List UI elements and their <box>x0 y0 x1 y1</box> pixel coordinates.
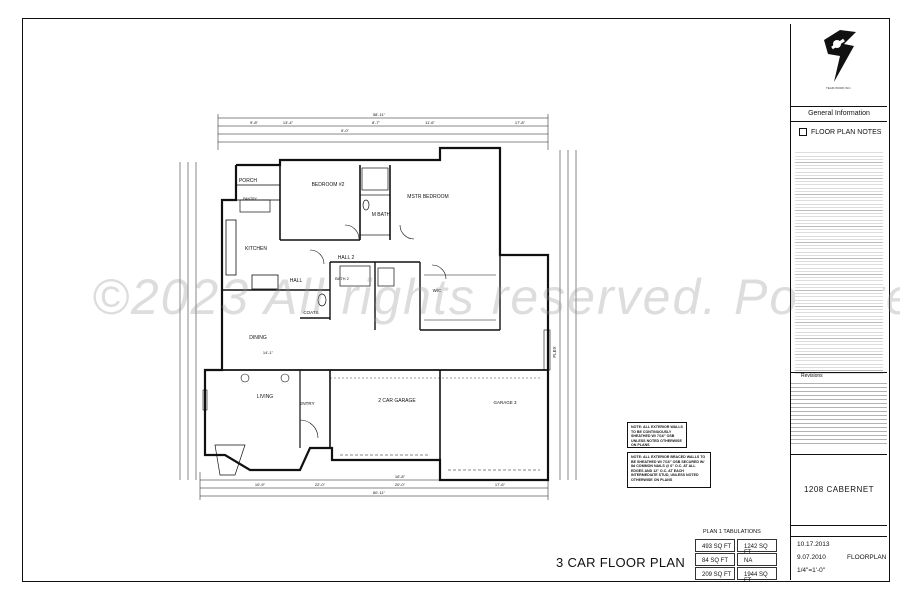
tabulation-cell: 84 SQ FT <box>695 553 735 566</box>
general-information-header: General Information <box>791 106 887 122</box>
room-label-coats: COATS <box>303 310 318 315</box>
tabulation-cell: 1242 SQ FT <box>737 539 777 556</box>
title-block: General Information FLOOR PLAN NOTES Rev… <box>790 24 887 581</box>
logo-caption: TEAM WORK INC. <box>826 86 852 90</box>
room-label-kitchen: KITCHEN <box>245 246 267 252</box>
room-label-mstr-bedroom: MSTR BEDROOM <box>407 194 448 200</box>
room-label-bath2: BATH 2 <box>335 276 349 281</box>
room-label-living: LIVING <box>257 394 274 400</box>
dim-label: 9'-8" <box>250 120 259 125</box>
wall-sheathing-note: NOTE: ALL EXTERIOR WALLS TO BE CONTINUOU… <box>627 422 687 448</box>
tabulation-cell: 209 SQ FT <box>695 567 735 580</box>
revisions-label: Revisions <box>791 372 887 379</box>
date-field: 10.17.2013 <box>797 541 830 548</box>
room-label-hall2: HALL 2 <box>338 255 355 261</box>
job-name: 1208 CABERNET <box>791 454 887 526</box>
room-label-garage: 2 CAR GARAGE <box>378 398 416 404</box>
floor-plan-notes-title: FLOOR PLAN NOTES <box>799 128 881 137</box>
dim-label: 5'-0" <box>341 128 350 133</box>
dim-label: 17'-6" <box>495 482 506 487</box>
dim-label: 22'-0" <box>315 482 326 487</box>
room-label-pantry: PANTRY <box>243 197 258 201</box>
dim-label: 11'-6" <box>425 120 435 125</box>
date-field: 9.07.2010 <box>797 554 826 561</box>
plan-tabulations: PLAN 1 TABULATIONS 493 SQ FT 1242 SQ FT … <box>695 529 780 584</box>
tabulation-cell: 493 SQ FT <box>695 539 735 552</box>
room-label-dining: DINING <box>249 335 267 341</box>
room-label-bedroom2: BEDROOM #2 <box>312 182 345 188</box>
room-label-flex: FLEX <box>552 346 557 357</box>
room-label-entry: ENTRY <box>299 401 314 406</box>
revisions-table <box>791 380 887 444</box>
checkbox-icon <box>799 128 807 136</box>
dim-label: 17'-8" <box>515 120 526 125</box>
plan-title: 3 CAR FLOOR PLAN <box>556 555 686 570</box>
room-label-wic: WIC <box>433 288 442 293</box>
room-label-mbath: M BATH <box>372 212 391 218</box>
dim-label: 8'-7" <box>372 120 381 125</box>
drawing-sheet-border <box>22 18 890 582</box>
dim-label: 16'-8" <box>395 474 406 479</box>
room-label-porch: PORCH <box>239 178 257 184</box>
dim-label: 20'-0" <box>395 482 406 487</box>
room-label-garage3: GARAGE 3 <box>493 400 517 405</box>
braced-wall-note: NOTE: ALL EXTERIOR BRACED WALLS TO BE SH… <box>627 452 711 488</box>
tabulations-title: PLAN 1 TABULATIONS <box>703 529 761 535</box>
dim-label: 10'-9" <box>255 482 266 487</box>
dim-overall-top: 58'-11" <box>373 112 386 117</box>
company-logo-icon <box>824 30 856 82</box>
dim-label: 14'-1" <box>263 350 274 355</box>
floor-plan-notes-list <box>795 150 883 375</box>
tabulation-cell: NA <box>737 553 777 566</box>
dim-overall-bottom: 60'-11" <box>373 490 386 495</box>
dim-label: 13'-4" <box>283 120 294 125</box>
sheet-field: FLOORPLAN <box>847 554 887 561</box>
scale-field: 1/4"=1'-0" <box>797 567 826 574</box>
room-label-hall: HALL <box>290 278 303 284</box>
tabulation-cell: 1944 SQ FT <box>737 567 777 584</box>
title-block-meta: 10.17.2013 9.07.2010 1/4"=1'-0" FLOORPLA… <box>791 536 887 581</box>
